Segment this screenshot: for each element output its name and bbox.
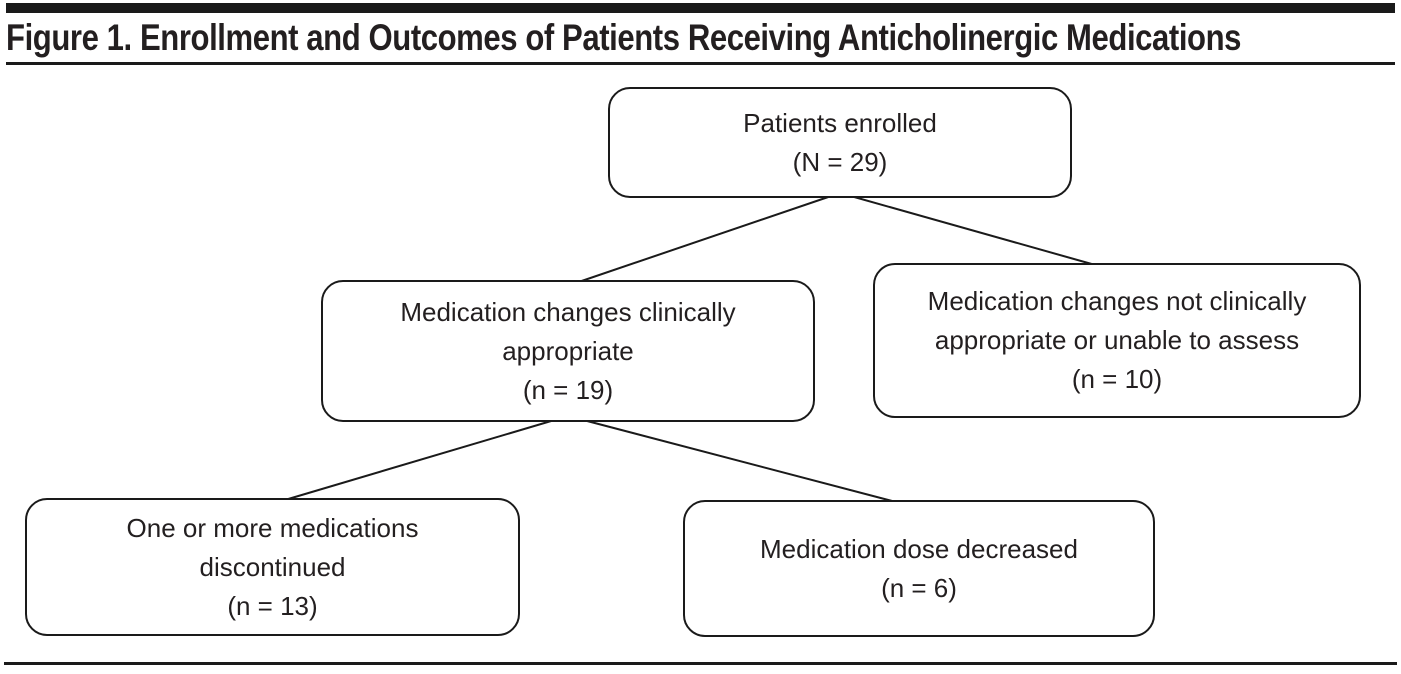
figure-title: Figure 1. Enrollment and Outcomes of Pat… <box>6 17 1242 58</box>
node-medications-discontinued: One or more medications discontinued (n … <box>25 498 520 636</box>
node-text-line: Medication changes clinically <box>400 296 736 327</box>
node-text-line: appropriate <box>502 335 634 366</box>
node-count-line: (n = 6) <box>881 572 957 603</box>
node-changes-appropriate: Medication changes clinically appropriat… <box>321 280 815 422</box>
node-text-line: Medication changes not clinically <box>927 286 1307 316</box>
node-text-line: appropriate or unable to assess <box>934 325 1300 355</box>
edge-appropriate-to-discontinued <box>267 415 569 506</box>
edge-enrolled-to-appropriate <box>563 192 841 288</box>
node-count-line: (n = 10) <box>1071 364 1163 394</box>
title-underline-rule <box>6 62 1395 65</box>
node-count-line: (n = 19) <box>522 374 614 405</box>
node-text-line: Patients enrolled <box>743 107 937 138</box>
node-count-line: (n = 13) <box>227 590 318 621</box>
top-rule-bar <box>6 3 1395 13</box>
bottom-rule <box>4 662 1397 665</box>
node-changes-not-appropriate: Medication changes not clinically approp… <box>873 263 1361 418</box>
node-count-line: (N = 29) <box>792 146 888 177</box>
edge-appropriate-to-dose-decreased <box>567 415 916 508</box>
node-dose-decreased: Medication dose decreased (n = 6) <box>683 500 1155 637</box>
node-text-line: Medication dose decreased <box>760 533 1078 564</box>
node-text-line: One or more medications <box>126 512 419 543</box>
node-patients-enrolled: Patients enrolled (N = 29) <box>608 87 1072 198</box>
edge-enrolled-to-not-appropriate <box>839 192 1114 271</box>
node-text-line: discontinued <box>199 551 346 582</box>
